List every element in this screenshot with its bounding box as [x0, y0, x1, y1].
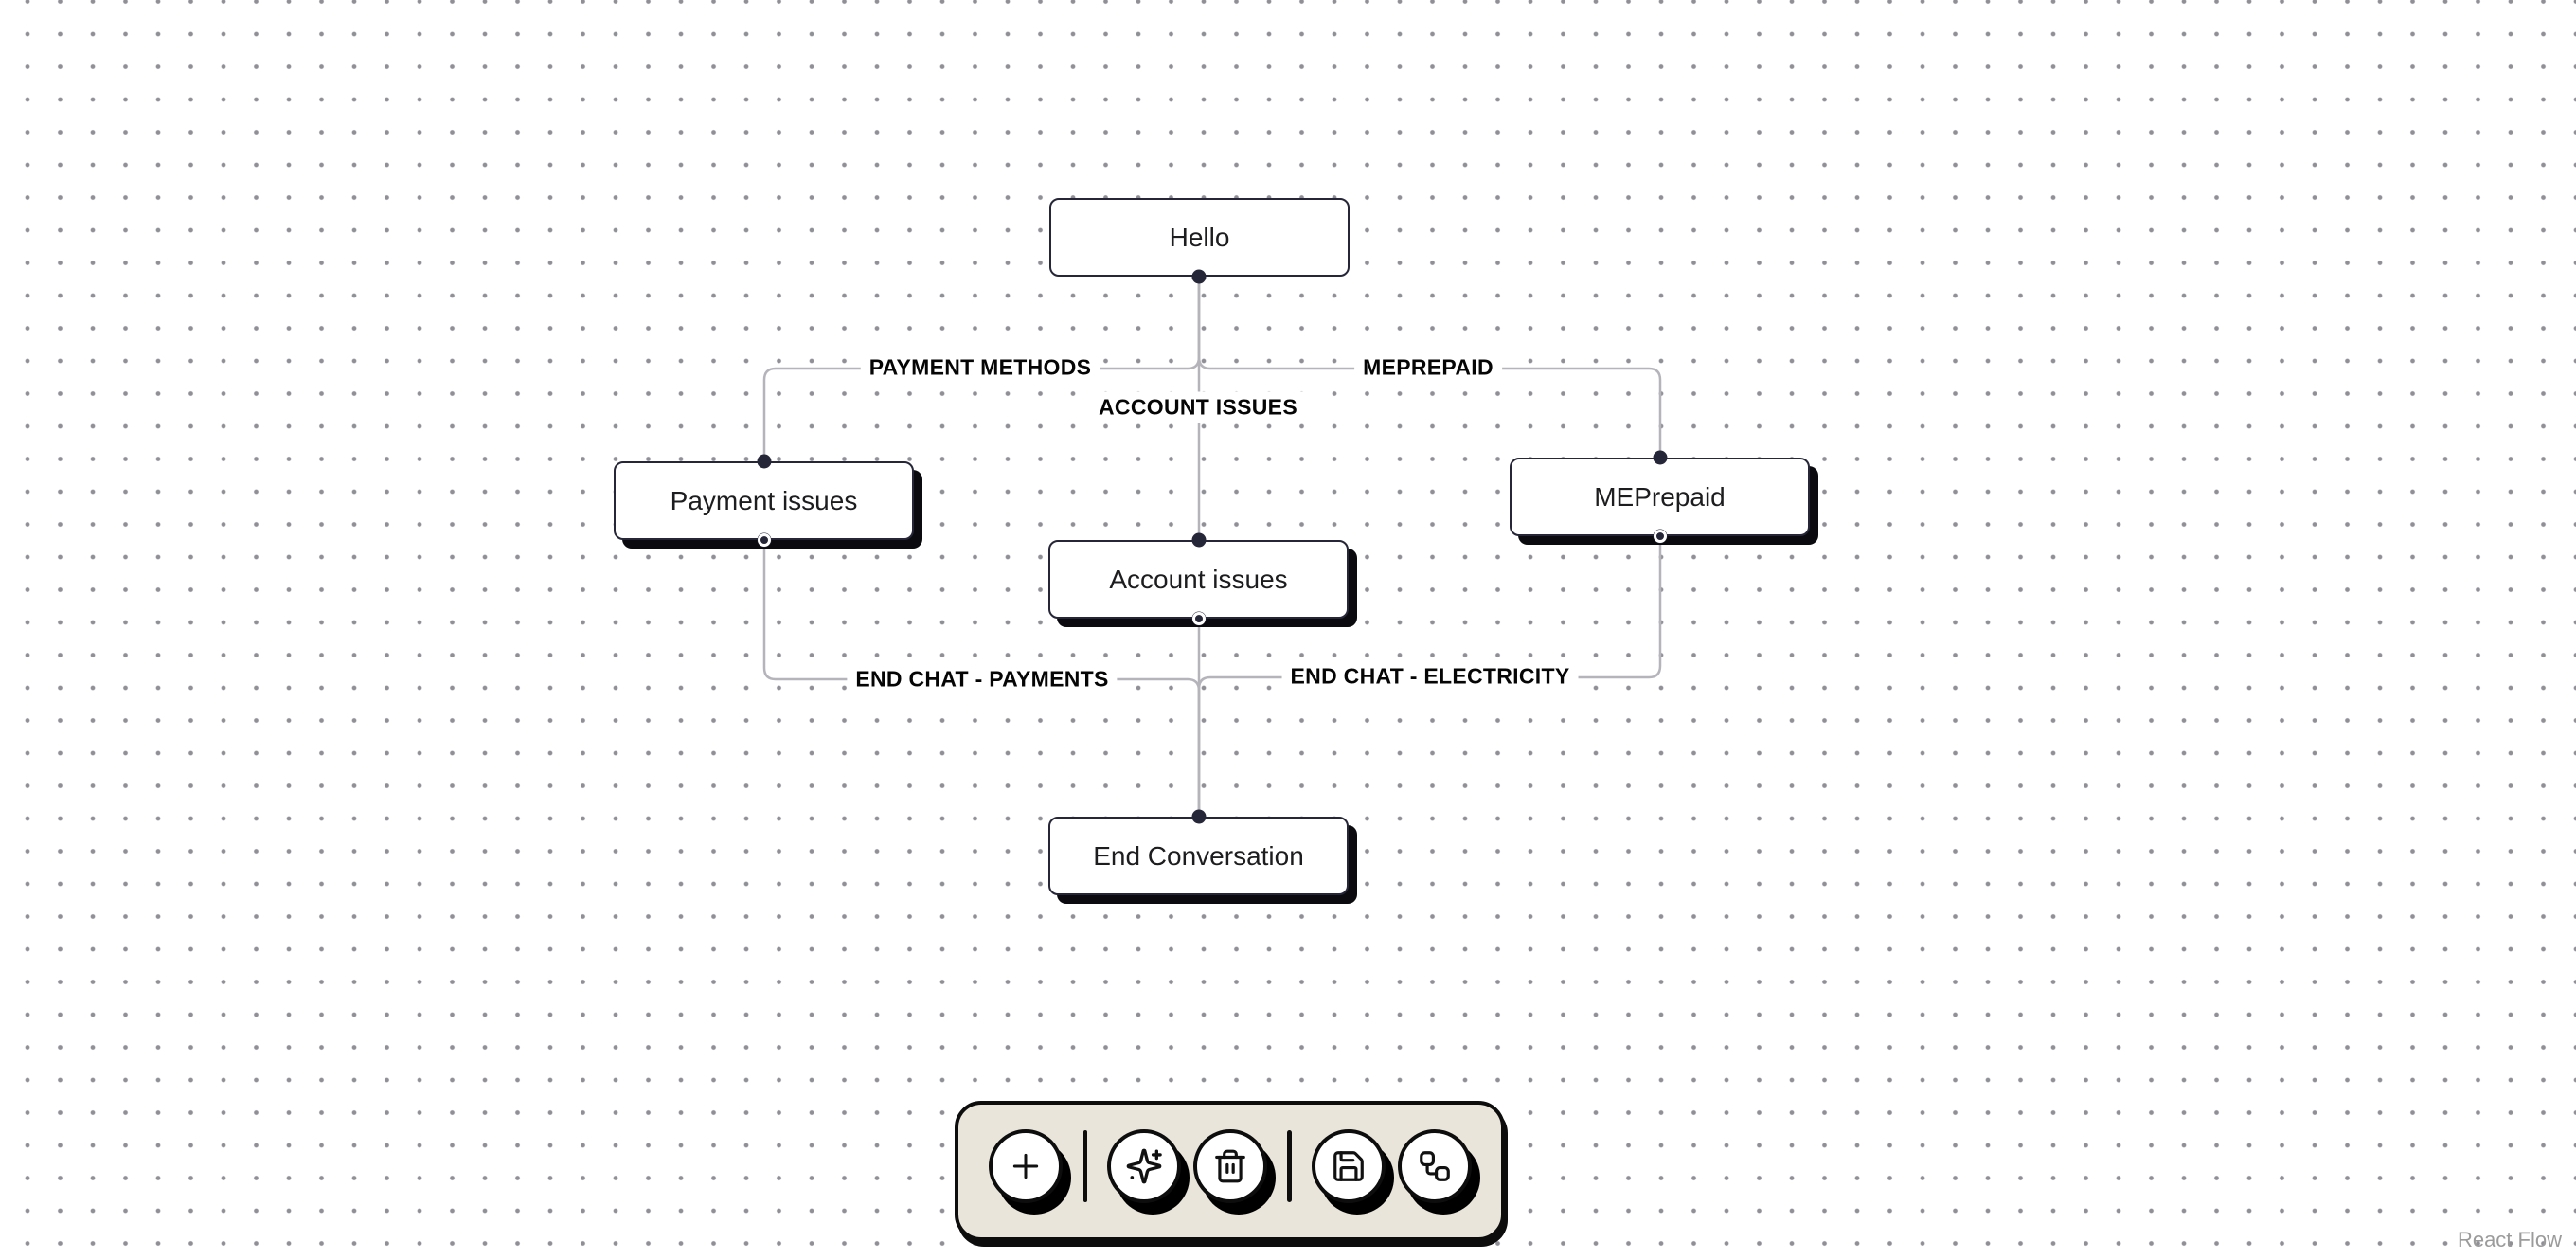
plus-icon	[1012, 1153, 1038, 1179]
handle-account-issues-source[interactable]	[1192, 612, 1206, 625]
react-flow-attribution-link[interactable]: React Flow	[2457, 1228, 2562, 1251]
edge-label-account-issues[interactable]: ACCOUNT ISSUES	[1090, 391, 1306, 423]
node-hello[interactable]: Hello	[1049, 198, 1350, 277]
node-account-issues[interactable]: Account issues	[1048, 540, 1349, 619]
node-end-conversation-label: End Conversation	[1093, 840, 1304, 871]
add-node-button[interactable]	[988, 1129, 1063, 1203]
handle-meprepaid-source[interactable]	[1654, 530, 1667, 543]
handle-payment-issues-source[interactable]	[758, 533, 771, 547]
edge-label-payment-methods[interactable]: PAYMENT METHODS	[860, 351, 1100, 384]
toolbar-divider	[1082, 1130, 1087, 1202]
handle-end-conversation-target[interactable]	[1191, 809, 1207, 824]
node-end-conversation[interactable]: End Conversation	[1048, 817, 1349, 895]
ai-generate-button[interactable]	[1107, 1129, 1181, 1203]
node-meprepaid[interactable]: MEPrepaid	[1510, 458, 1810, 536]
edge-label-meprepaid[interactable]: MEPREPAID	[1354, 351, 1502, 384]
toolbar	[955, 1101, 1505, 1241]
handle-payment-issues-target[interactable]	[757, 454, 772, 469]
node-account-issues-label: Account issues	[1109, 564, 1288, 594]
edge-label-end-chat-payments[interactable]: END CHAT - PAYMENTS	[847, 663, 1118, 695]
delete-button[interactable]	[1193, 1129, 1267, 1203]
node-payment-issues-label: Payment issues	[670, 485, 858, 515]
node-meprepaid-label: MEPrepaid	[1594, 481, 1726, 512]
trash-icon	[1215, 1149, 1245, 1183]
handle-hello-source[interactable]	[1191, 269, 1207, 284]
save-icon	[1333, 1151, 1364, 1181]
node-hello-label: Hello	[1169, 222, 1230, 252]
node-payment-issues[interactable]: Payment issues	[614, 461, 914, 540]
handle-meprepaid-target[interactable]	[1653, 450, 1668, 465]
handle-account-issues-target[interactable]	[1191, 532, 1207, 548]
toolbar-divider	[1287, 1130, 1292, 1202]
auto-layout-button[interactable]	[1397, 1129, 1472, 1203]
save-button[interactable]	[1311, 1129, 1386, 1203]
workflow-icon	[1419, 1151, 1450, 1181]
sparkles-icon	[1126, 1148, 1162, 1184]
edge-label-end-chat-electricity[interactable]: END CHAT - ELECTRICITY	[1281, 660, 1579, 693]
